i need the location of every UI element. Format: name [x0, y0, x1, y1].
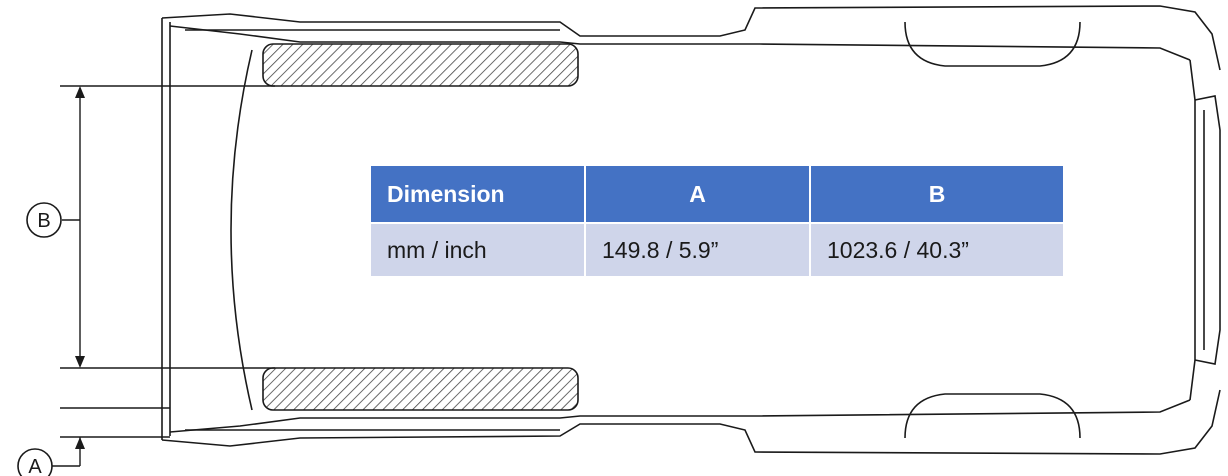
vehicle-body-outline	[161, 5, 1221, 455]
dimension-lines	[52, 85, 275, 467]
table-header-a: A	[585, 166, 811, 223]
callout-a-label: A	[28, 456, 42, 476]
table-cell-a-value: 149.8 / 5.9”	[585, 222, 811, 276]
wheel-housing-top	[262, 43, 579, 87]
table-header-dimension: Dimension	[371, 166, 586, 223]
table-header-b: B	[810, 166, 1063, 223]
callout-b-circle	[26, 202, 62, 238]
table-cell-unit: mm / inch	[371, 222, 586, 276]
table-cell-b-value: 1023.6 / 40.3”	[810, 222, 1063, 276]
callout-a-circle	[17, 448, 53, 476]
table-header-row: Dimension A B	[371, 166, 1063, 223]
table-row: mm / inch 149.8 / 5.9” 1023.6 / 40.3”	[371, 222, 1063, 276]
dimension-table: Dimension A B mm / inch 149.8 / 5.9” 102…	[371, 166, 1063, 276]
callout-a: A	[17, 448, 53, 476]
callout-b-label: B	[37, 210, 50, 232]
callout-b: B	[26, 202, 62, 238]
wheel-housing-bottom	[262, 367, 579, 411]
